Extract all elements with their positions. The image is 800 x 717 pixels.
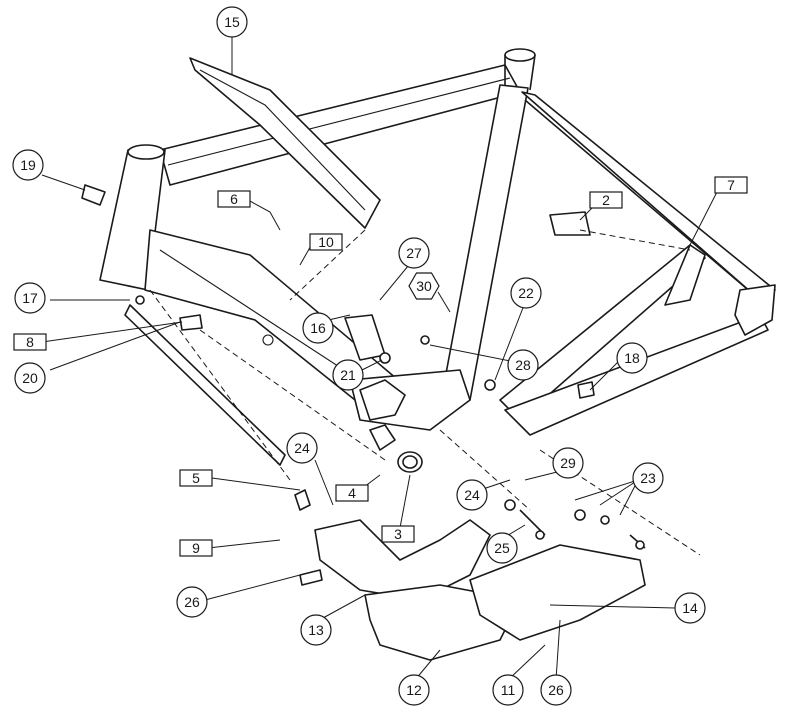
- balloon-4: 4: [335, 484, 369, 502]
- balloon-30: 30: [408, 272, 440, 300]
- balloon-label: 21: [340, 367, 356, 383]
- balloon-shape: [176, 586, 208, 618]
- balloon-shape: [492, 674, 524, 706]
- balloon-shape: [381, 525, 415, 543]
- balloon-shape: [408, 272, 440, 300]
- balloon-label: 17: [22, 290, 38, 306]
- balloon-16: 16: [302, 312, 334, 344]
- balloon-label: 26: [184, 594, 200, 610]
- balloon-label: 24: [464, 487, 480, 503]
- balloon-label: 25: [494, 540, 510, 556]
- balloon-label: 9: [192, 540, 200, 556]
- balloon-label: 11: [501, 682, 516, 698]
- balloon-6: 6: [217, 190, 251, 208]
- balloon-label: 28: [515, 357, 531, 373]
- balloon-20: 20: [14, 362, 46, 394]
- balloon-8: 8: [13, 333, 47, 351]
- balloon-label: 8: [26, 334, 34, 350]
- balloon-label: 20: [22, 370, 38, 386]
- balloon-2: 2: [589, 191, 623, 209]
- balloon-shape: [309, 233, 343, 251]
- balloon-shape: [510, 277, 542, 309]
- balloon-15: 15: [216, 6, 248, 38]
- balloon-label: 3: [394, 526, 402, 542]
- balloon-label: 2: [602, 192, 610, 208]
- balloon-label: 22: [518, 285, 534, 301]
- balloon-label: 6: [230, 191, 238, 207]
- balloon-18: 18: [616, 342, 648, 374]
- balloon-7: 7: [714, 176, 748, 194]
- balloon-label: 12: [406, 682, 422, 698]
- balloon-label: 16: [310, 320, 326, 336]
- balloon-5: 5: [179, 469, 213, 487]
- balloon-25: 25: [486, 532, 518, 564]
- balloon-label: 13: [308, 622, 324, 638]
- balloon-12: 12: [398, 674, 430, 706]
- balloon-label: 14: [682, 600, 698, 616]
- balloon-shape: [589, 191, 623, 209]
- balloon-shape: [12, 149, 44, 181]
- balloon-13: 13: [300, 614, 332, 646]
- balloon-shape: [300, 614, 332, 646]
- balloon-shape: [13, 333, 47, 351]
- balloon-shape: [540, 674, 572, 706]
- balloon-label: 18: [624, 350, 640, 366]
- balloon-shape: [398, 674, 430, 706]
- balloon-28: 28: [507, 349, 539, 381]
- balloon-14: 14: [674, 592, 706, 624]
- balloon-shape: [335, 484, 369, 502]
- balloon-shape: [286, 432, 318, 464]
- leader-lines: [41, 35, 721, 681]
- balloon-19: 19: [12, 149, 44, 181]
- bike-frame-drawing: [81, 48, 776, 661]
- balloon-shape: [507, 349, 539, 381]
- balloon-shape: [332, 359, 364, 391]
- balloon-11: 11: [492, 674, 524, 706]
- balloon-shape: [216, 6, 248, 38]
- balloon-label: 4: [348, 485, 356, 501]
- balloon-17: 17: [14, 282, 46, 314]
- balloon-shape: [14, 282, 46, 314]
- balloon-label: 10: [318, 234, 334, 250]
- balloon-label: 7: [727, 177, 735, 193]
- balloon-label: 29: [560, 455, 576, 471]
- balloon-9: 9: [179, 539, 213, 557]
- balloon-label: 19: [20, 157, 36, 173]
- balloon-shape: [302, 312, 334, 344]
- balloon-21: 21: [332, 359, 364, 391]
- balloon-shape: [14, 362, 46, 394]
- balloon-29: 29: [552, 447, 584, 479]
- balloon-shape: [674, 592, 706, 624]
- balloon-shape: [714, 176, 748, 194]
- balloon-label: 15: [224, 14, 240, 30]
- balloon-26: 26: [176, 586, 208, 618]
- balloon-shape: [486, 532, 518, 564]
- balloon-label: 30: [416, 278, 432, 294]
- balloon-shape: [552, 447, 584, 479]
- balloon-shape: [179, 539, 213, 557]
- balloon-shape: [179, 469, 213, 487]
- balloon-shape: [632, 462, 664, 494]
- balloon-label: 24: [294, 440, 310, 456]
- balloon-shape: [217, 190, 251, 208]
- balloon-27: 27: [398, 237, 430, 269]
- balloon-10: 10: [309, 233, 343, 251]
- balloon-shape: [456, 479, 488, 511]
- balloon-3: 3: [381, 525, 415, 543]
- balloon-shape: [398, 237, 430, 269]
- balloon-26: 26: [540, 674, 572, 706]
- balloon-22: 22: [510, 277, 542, 309]
- balloon-label: 27: [406, 245, 422, 261]
- balloon-label: 5: [192, 470, 200, 486]
- balloon-23: 23: [632, 462, 664, 494]
- balloon-shape: [616, 342, 648, 374]
- balloon-label: 26: [548, 682, 564, 698]
- balloon-label: 23: [640, 470, 656, 486]
- balloon-24: 24: [456, 479, 488, 511]
- balloon-24: 24: [286, 432, 318, 464]
